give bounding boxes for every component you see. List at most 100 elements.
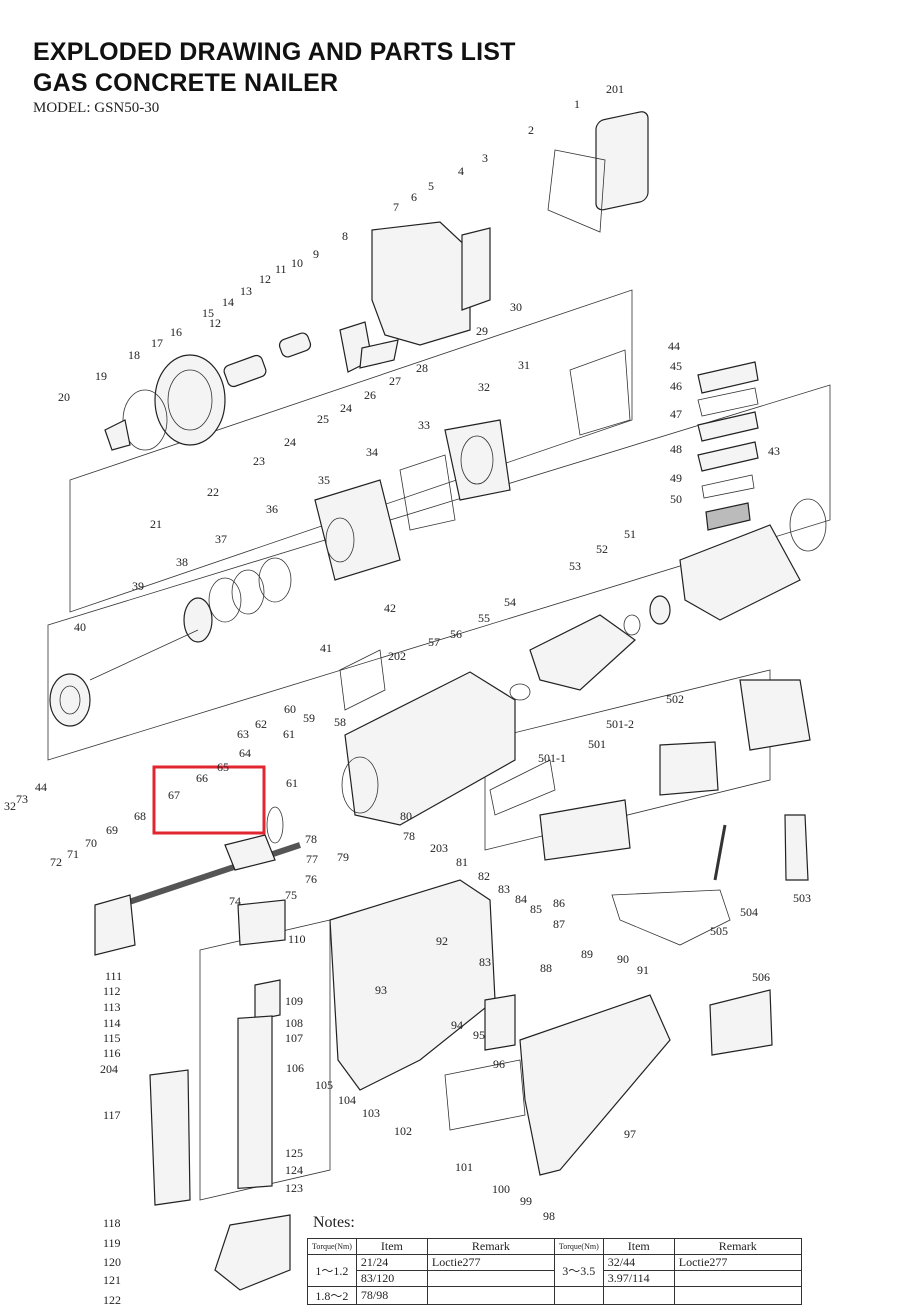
callout-61: 61 bbox=[283, 727, 295, 741]
callout-71: 71 bbox=[67, 847, 79, 861]
remark-value bbox=[426, 1286, 555, 1305]
callout-100: 100 bbox=[492, 1182, 510, 1196]
callout-68: 68 bbox=[134, 809, 146, 823]
callout-45: 45 bbox=[670, 359, 682, 373]
callout-120: 120 bbox=[103, 1255, 121, 1269]
piston-parts bbox=[49, 557, 292, 727]
callout-501-1: 501-1 bbox=[538, 751, 566, 765]
callout-96: 96 bbox=[493, 1057, 505, 1071]
table-row: 83/120 3.97/114 bbox=[308, 1270, 802, 1287]
callout-77: 77 bbox=[306, 852, 318, 866]
callout-102: 102 bbox=[394, 1124, 412, 1138]
callout-67: 67 bbox=[168, 788, 180, 802]
rear-cover-parts bbox=[371, 111, 649, 346]
callout-114: 114 bbox=[103, 1016, 121, 1030]
callout-83: 83 bbox=[479, 955, 491, 969]
combustion-chamber-parts bbox=[509, 361, 827, 701]
header-torque-right: Torque(Nm) bbox=[553, 1238, 604, 1255]
callout-89: 89 bbox=[581, 947, 593, 961]
callout-91: 91 bbox=[637, 963, 649, 977]
callout-10: 10 bbox=[291, 256, 303, 270]
callout-63: 63 bbox=[237, 727, 249, 741]
callout-80: 80 bbox=[400, 809, 412, 823]
callout-53: 53 bbox=[569, 559, 581, 573]
callout-52: 52 bbox=[596, 542, 608, 556]
callout-40: 40 bbox=[74, 620, 86, 634]
header-remark-right: Remark bbox=[673, 1238, 802, 1255]
callout-6: 6 bbox=[411, 190, 417, 204]
callout-3: 3 bbox=[482, 151, 488, 165]
callout-64: 64 bbox=[239, 746, 251, 760]
torque-table: Torque(Nm) Item Remark Torque(Nm) Item R… bbox=[307, 1238, 802, 1305]
callout-36: 36 bbox=[266, 502, 278, 516]
callout-21: 21 bbox=[150, 517, 162, 531]
callout-502: 502 bbox=[666, 692, 684, 706]
notes-title: Notes: bbox=[313, 1214, 355, 1231]
callout-12: 12 bbox=[259, 272, 271, 286]
table-row: 1～1.2 21/24 Loctie277 3～3.5 32/44 Loctie… bbox=[307, 1254, 802, 1287]
callout-27: 27 bbox=[389, 374, 401, 388]
callout-78: 78 bbox=[403, 829, 415, 843]
callout-34: 34 bbox=[366, 445, 378, 459]
callout-24: 24 bbox=[340, 401, 352, 415]
callout-84: 84 bbox=[515, 892, 527, 906]
callout-115: 115 bbox=[103, 1031, 121, 1045]
callout-62: 62 bbox=[255, 717, 267, 731]
callout-504: 504 bbox=[740, 905, 758, 919]
callout-76: 76 bbox=[305, 872, 317, 886]
callout-25: 25 bbox=[317, 412, 329, 426]
callout-93: 93 bbox=[375, 983, 387, 997]
remark-value bbox=[673, 1270, 802, 1287]
remark-value bbox=[426, 1270, 555, 1287]
torque-value: 1～1.2 bbox=[307, 1254, 357, 1287]
callout-121: 121 bbox=[103, 1273, 121, 1287]
callout-82: 82 bbox=[478, 869, 490, 883]
callout-112: 112 bbox=[103, 984, 121, 998]
callout-501: 501 bbox=[588, 737, 606, 751]
callout-110: 110 bbox=[288, 932, 306, 946]
callout-60: 60 bbox=[284, 702, 296, 716]
callout-70: 70 bbox=[85, 836, 97, 850]
callout-87: 87 bbox=[553, 917, 565, 931]
callout-123: 123 bbox=[285, 1181, 303, 1195]
callout-49: 49 bbox=[670, 471, 682, 485]
callout-94: 94 bbox=[451, 1018, 463, 1032]
callout-2: 2 bbox=[528, 123, 534, 137]
callout-35: 35 bbox=[318, 473, 330, 487]
callout-56: 56 bbox=[450, 627, 462, 641]
callout-55: 55 bbox=[478, 611, 490, 625]
callout-85: 85 bbox=[530, 902, 542, 916]
callout-1: 1 bbox=[574, 97, 580, 111]
callout-506: 506 bbox=[752, 970, 770, 984]
callout-61: 61 bbox=[286, 776, 298, 790]
callout-116: 116 bbox=[103, 1046, 121, 1060]
torque-value: 3～3.5 bbox=[553, 1254, 604, 1287]
callout-105: 105 bbox=[315, 1078, 333, 1092]
callout-103: 103 bbox=[362, 1106, 380, 1120]
callout-107: 107 bbox=[285, 1031, 303, 1045]
callout-99: 99 bbox=[520, 1194, 532, 1208]
item-value: 83/120 bbox=[355, 1270, 428, 1287]
remark-value: Loctie277 bbox=[673, 1254, 802, 1271]
torque-table-header: Torque(Nm) Item Remark Torque(Nm) Item R… bbox=[307, 1238, 802, 1255]
callout-18: 18 bbox=[128, 348, 140, 362]
callout-44: 44 bbox=[668, 339, 680, 353]
callout-31: 31 bbox=[518, 358, 530, 372]
callout-30: 30 bbox=[510, 300, 522, 314]
callout-59: 59 bbox=[303, 711, 315, 725]
callout-119: 119 bbox=[103, 1236, 121, 1250]
callout-92: 92 bbox=[436, 934, 448, 948]
callout-13: 13 bbox=[240, 284, 252, 298]
callout-14: 14 bbox=[222, 295, 234, 309]
callout-46: 46 bbox=[670, 379, 682, 393]
callout-118: 118 bbox=[103, 1216, 121, 1230]
callout-29: 29 bbox=[476, 324, 488, 338]
item-value: 78/98 bbox=[355, 1286, 428, 1305]
callout-20: 20 bbox=[58, 390, 70, 404]
callout-19: 19 bbox=[95, 369, 107, 383]
callout-9: 9 bbox=[313, 247, 319, 261]
callout-201: 201 bbox=[606, 82, 624, 96]
callout-8: 8 bbox=[342, 229, 348, 243]
callout-106: 106 bbox=[286, 1061, 304, 1075]
